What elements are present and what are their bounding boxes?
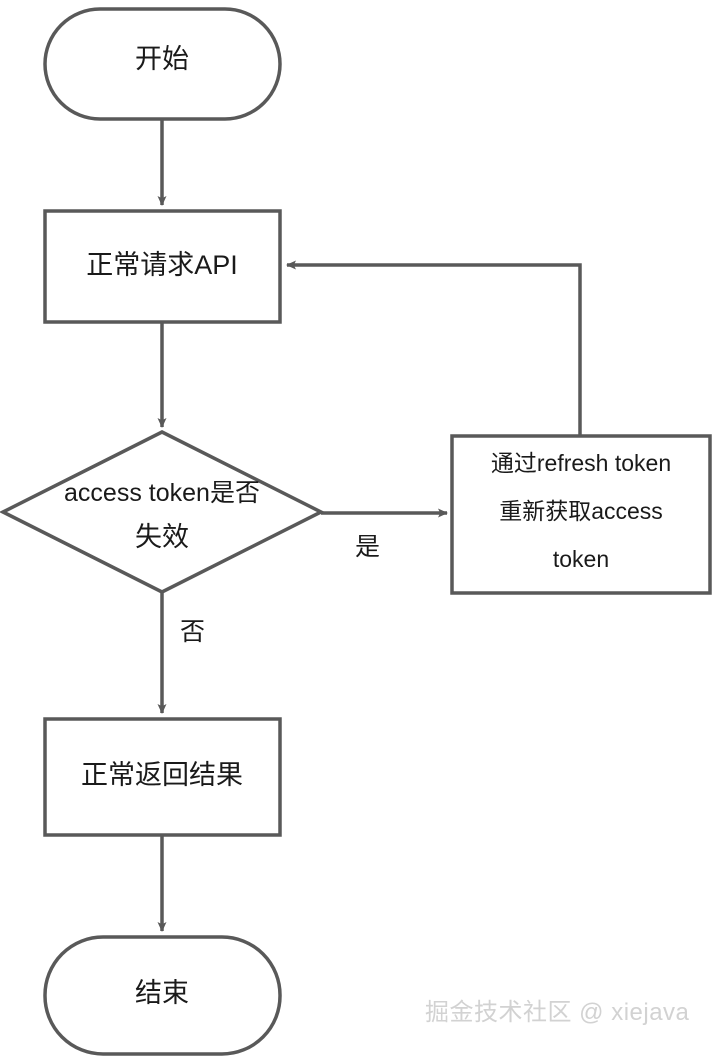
edge-refresh-to-request xyxy=(286,260,582,436)
node-end xyxy=(43,935,282,1056)
node-start xyxy=(43,7,282,121)
node-request xyxy=(43,209,282,324)
node-return-result xyxy=(43,717,282,837)
node-decision xyxy=(0,430,325,594)
node-refresh-token xyxy=(450,434,712,595)
